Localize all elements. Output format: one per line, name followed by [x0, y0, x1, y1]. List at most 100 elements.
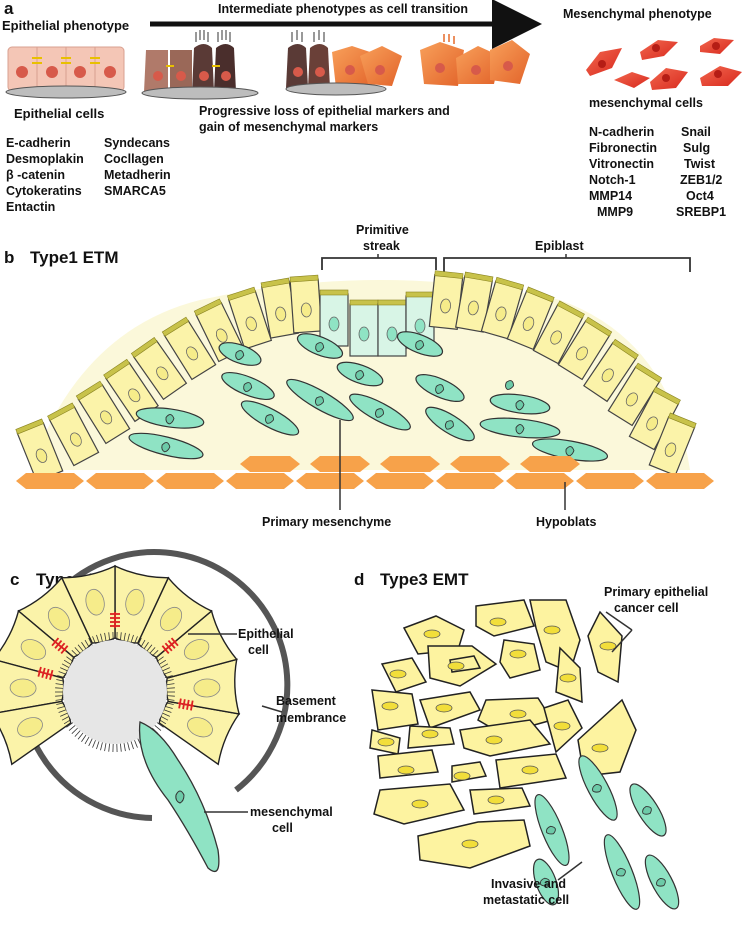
progress-caption-line2: gain of mesenchymal markers	[199, 120, 378, 134]
cancer-cell	[371, 689, 419, 731]
epiblast-cell	[455, 271, 494, 333]
epithelial-cells-caption: Epithelial cells	[14, 106, 104, 121]
invasive-cell	[578, 755, 618, 821]
intermediate-cells-2	[285, 30, 402, 96]
nucleus	[47, 606, 71, 632]
apical-surface-hatching	[55, 632, 175, 752]
nucleus	[159, 606, 183, 632]
epithelial-cell-label-1: Epithelial	[238, 627, 294, 641]
epiblast-cell	[648, 412, 697, 477]
nucleus	[485, 735, 503, 745]
epiblast-cell	[75, 380, 131, 445]
nucleus	[591, 743, 609, 753]
hypoblast-cell	[506, 473, 574, 489]
primitive-streak-label-1: Primitive	[356, 223, 409, 237]
intermediate-cells-3	[420, 34, 530, 86]
panel-d: d Type3 EMT Primary epithelial cancer ce…	[354, 570, 708, 910]
epithelial-cell-label-2: cell	[248, 643, 269, 657]
lumen	[63, 640, 167, 744]
junction	[51, 637, 69, 654]
nucleus	[453, 771, 471, 781]
panel-d-letter: d	[354, 570, 364, 589]
streak-cell	[319, 289, 349, 347]
invasive-cell	[603, 834, 641, 910]
mesenchyme-cell	[531, 438, 609, 462]
marker: Notch-1	[589, 173, 636, 187]
epiblast-label: Epiblast	[535, 239, 584, 253]
panel-b: b Type1 ETM Primitive streak Epiblast Pr…	[4, 223, 714, 529]
nucleus	[599, 641, 617, 651]
mesenchymal-cell-label-2: cell	[272, 821, 293, 835]
mesenchyme-cell	[135, 407, 205, 429]
mesenchyme-cell	[336, 361, 384, 387]
hypoblast-cell	[156, 473, 224, 489]
marker: Entactin	[6, 200, 55, 214]
nucleus	[193, 678, 221, 698]
hypoblast-cell	[296, 473, 364, 489]
nucleus	[183, 639, 210, 660]
mesenchyme-cell	[296, 333, 344, 359]
marker: E-cadherin	[6, 136, 71, 150]
epiblast-cell	[130, 336, 188, 401]
marker: Cocllagen	[104, 152, 164, 166]
epiblast-cell	[532, 300, 585, 365]
mesenchyme-cell	[505, 380, 515, 390]
nucleus	[381, 701, 399, 711]
hypoblast-cell	[240, 456, 300, 472]
nucleus	[447, 661, 465, 671]
epiblast-cell	[557, 316, 613, 381]
nucleus	[411, 799, 429, 809]
mesenchyme-cell	[286, 378, 354, 422]
nucleus	[461, 839, 479, 849]
mesenchyme-cell	[240, 400, 300, 436]
invasive-cell-label-1: Invasive and	[491, 877, 566, 891]
invasive-cell	[532, 858, 560, 906]
nucleus	[543, 625, 561, 635]
epiblast-cell	[260, 277, 299, 339]
nucleus	[435, 703, 453, 713]
marker: Cytokeratins	[6, 184, 82, 198]
basement-membrane	[18, 549, 291, 821]
panel-c: c Type2 EMT Epithelial cell Basement mem…	[0, 549, 346, 873]
mesenchyme-cell	[349, 393, 411, 431]
marker: N-cadherin	[589, 125, 654, 139]
primitive-streak-label-2: streak	[363, 239, 400, 253]
invasive-cell	[534, 793, 570, 867]
mesenchymal-cell-label-1: mesenchymal	[250, 805, 333, 819]
primary-mesenchyme-label: Primary mesenchyme	[262, 515, 391, 529]
nucleus	[17, 717, 43, 738]
marker: MMP9	[597, 205, 633, 219]
epiblast-cell	[480, 276, 525, 340]
mesenchyme-cell	[396, 331, 444, 357]
nucleus	[397, 765, 415, 775]
panel-a: a Epithelial phenotype Intermediate phen…	[2, 0, 742, 219]
cell-junctions	[37, 612, 194, 711]
marker: β -catenin	[6, 168, 65, 182]
epiblast-cell	[583, 338, 639, 403]
mesenchyme-cell	[218, 342, 262, 366]
epithelial-cells-illustration	[5, 46, 127, 99]
marker: Metadherin	[104, 168, 171, 182]
hypoblast-cell	[450, 456, 510, 472]
cancer-cell-mass	[369, 599, 637, 869]
nucleus	[125, 588, 145, 616]
epiblast-cell	[607, 362, 663, 427]
invasive-cell	[629, 783, 667, 837]
nucleus	[421, 729, 439, 739]
hypoblast-cell	[380, 456, 440, 472]
mesenchyme-cell	[489, 393, 551, 415]
nucleus	[389, 669, 407, 679]
panel-a-letter: a	[4, 0, 14, 18]
transition-arrow-label: Intermediate phenotypes as cell transiti…	[218, 2, 468, 16]
mesenchyme-cell	[425, 406, 475, 442]
cancer-cell-label-2: cancer cell	[614, 601, 679, 615]
epithelial-markers-col2: Syndecans Cocllagen Metadherin SMARCA5	[104, 136, 171, 198]
hypoblast-cell	[366, 473, 434, 489]
cancer-cell	[377, 749, 439, 779]
type2-epithelial-cells	[0, 564, 241, 766]
nucleus	[377, 737, 395, 747]
hypoblast-cell	[520, 456, 580, 472]
nucleus	[423, 629, 441, 639]
marker: Vitronectin	[589, 157, 654, 171]
